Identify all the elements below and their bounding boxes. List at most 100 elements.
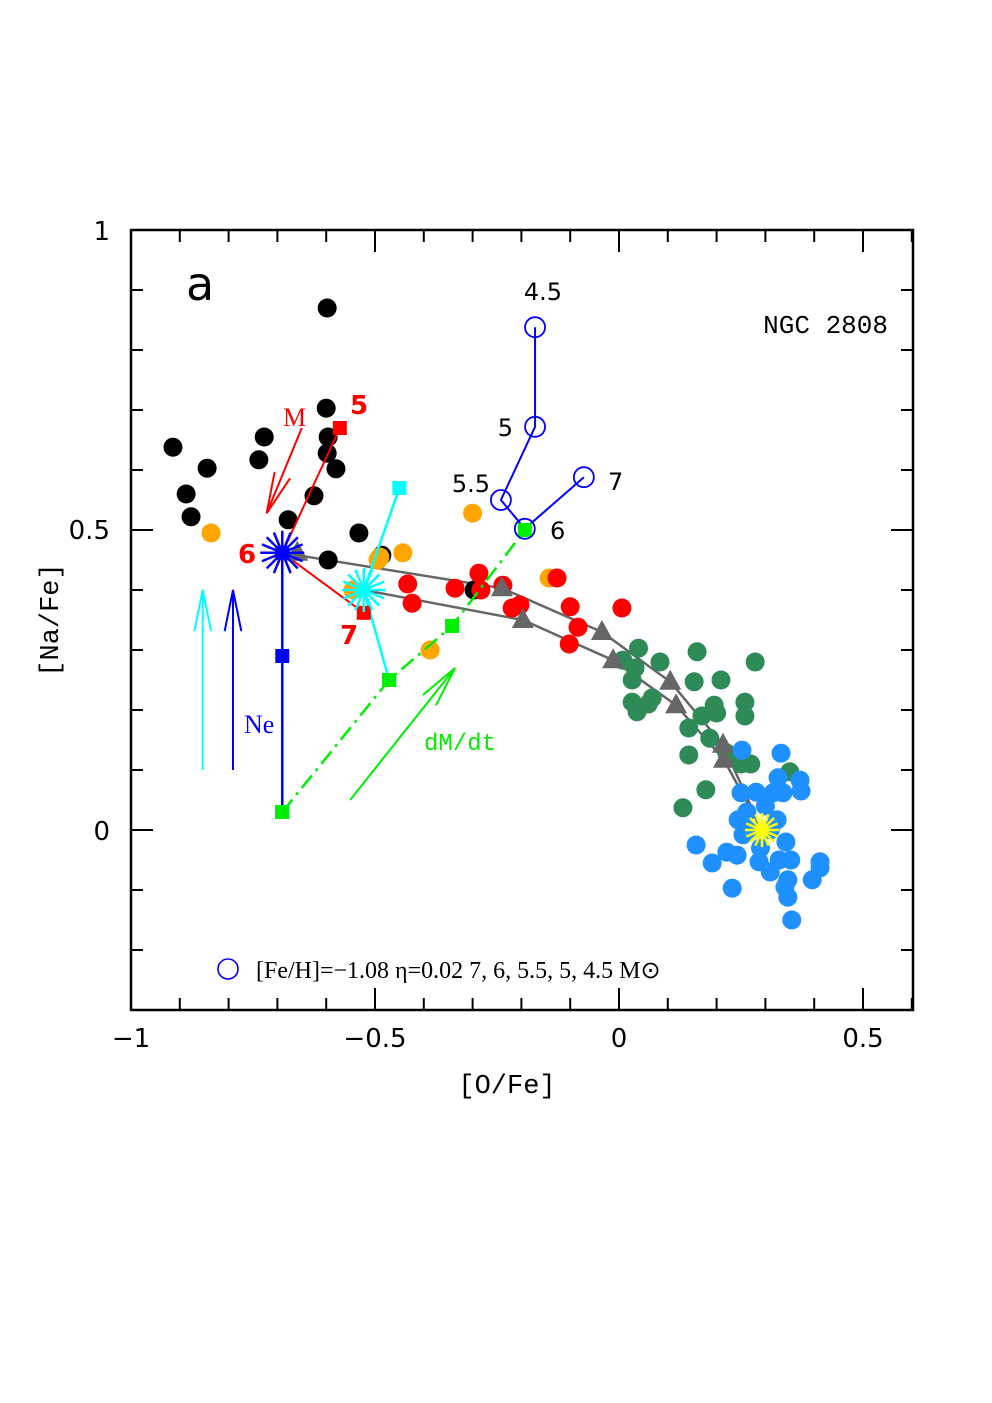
black-star-point: [249, 450, 269, 470]
y-axis-title: [Na/Fe]: [37, 563, 67, 676]
grey-dilution-lower: [363, 588, 764, 831]
red-star-point: [568, 617, 588, 637]
blue-star-point: [776, 832, 796, 852]
green-star-point: [622, 670, 642, 690]
green-star-point: [679, 718, 699, 738]
red-star-point: [612, 598, 632, 618]
blue-open-circle-track-line: [499, 327, 585, 531]
red-label-7: 7: [340, 621, 358, 651]
open-circle-marker: [490, 489, 512, 511]
black-star-point: [318, 550, 338, 570]
green-star-point: [687, 642, 707, 662]
orange-star-point: [370, 547, 390, 567]
open-circle-marker: [513, 517, 536, 540]
x-tick-label-0: 0: [611, 1024, 628, 1054]
red-star-point: [547, 568, 567, 588]
red-star-point: [469, 563, 489, 583]
label-M: M: [283, 403, 306, 432]
panel-label: a: [186, 257, 214, 311]
blue-star-point: [773, 783, 793, 803]
dMdt-arrow-head: [422, 667, 456, 706]
green-star-point: [679, 745, 699, 765]
blue-star-point: [686, 835, 706, 855]
cyan-track-square: [392, 481, 407, 495]
blue-star-point: [791, 781, 811, 801]
blue-star-point: [731, 783, 751, 803]
blue-ne-track-square: [275, 649, 290, 663]
green-star-point: [629, 638, 649, 658]
black-star-point: [163, 437, 183, 457]
blue-star-point: [775, 877, 795, 897]
x-tick-label-neg05: −0.5: [343, 1024, 406, 1054]
black-star-point: [176, 484, 196, 504]
M-arrow-head: [265, 471, 291, 514]
red-label-6: 6: [238, 540, 256, 570]
green-star-point: [707, 703, 727, 723]
red-star-point: [560, 597, 580, 617]
blue-star-point: [727, 845, 747, 865]
cyan-arrow-head: [193, 589, 213, 632]
black-star-point: [304, 486, 324, 506]
x-axis-title: [O/Fe]: [458, 1072, 555, 1102]
green-star-point: [673, 798, 693, 818]
x-tick-label-neg1: −1: [112, 1024, 150, 1054]
label-Ne: Ne: [244, 710, 274, 739]
green-star-point: [735, 692, 755, 712]
y-tick-label-05: 0.5: [69, 516, 110, 546]
green-star-point: [741, 754, 761, 774]
cyan-asterisk-icon: [342, 580, 385, 600]
blue-label-7: 7: [608, 468, 623, 496]
open-circle-marker: [572, 466, 595, 489]
red-star-point: [559, 634, 579, 654]
green-star-point: [696, 780, 716, 800]
blue-asterisk-icon: [261, 543, 304, 563]
green-dmdt-track-square: [275, 805, 290, 819]
blue-star-point: [746, 782, 766, 802]
green-star-point: [735, 706, 755, 726]
green-star-point: [700, 728, 720, 748]
blue-label-6: 6: [550, 517, 565, 545]
y-tick-label-1: 1: [93, 217, 110, 247]
red-star-point: [398, 574, 418, 594]
black-star-point: [317, 298, 337, 318]
blue-label-4-5: 4.5: [524, 278, 562, 306]
data-layer: [163, 298, 830, 930]
red-label-5: 5: [350, 391, 368, 421]
triangle-marker: [490, 576, 513, 597]
blue-star-point: [768, 768, 788, 788]
cluster-label: NGC 2808: [763, 311, 888, 341]
red-star-point: [445, 578, 465, 598]
dMdt-arrow: [349, 667, 456, 801]
black-star-point: [326, 459, 346, 479]
yellow-asterisk-icon: [745, 822, 779, 838]
open-circle-marker: [524, 415, 546, 438]
green-dmdt-track-square: [517, 523, 532, 537]
blue-label-5-5: 5.5: [452, 470, 490, 498]
green-dmdt-track-square: [445, 619, 460, 633]
orange-star-point: [420, 640, 440, 660]
black-star-point: [197, 458, 217, 478]
triangle-marker: [590, 620, 613, 640]
blue-star-point: [755, 796, 775, 816]
triangle-marker: [712, 747, 735, 768]
triangle-marker: [711, 732, 734, 753]
blue-star-point: [781, 850, 801, 870]
blue-star-point: [810, 858, 830, 878]
black-star-point: [181, 507, 201, 527]
triangle-marker: [511, 608, 534, 628]
blue-star-point: [782, 910, 802, 930]
x-tick-label-05: 0.5: [842, 1024, 883, 1054]
blue-label-5: 5: [498, 414, 513, 442]
black-star-point: [349, 523, 369, 543]
black-star-point: [316, 398, 336, 418]
black-star-point: [254, 427, 274, 447]
M-arrow: [265, 427, 303, 514]
triangle-marker: [602, 648, 625, 669]
axis-ticks: [130, 229, 913, 1011]
legend-open-circle-icon: [217, 958, 239, 980]
green-star-point: [711, 670, 731, 690]
blue-star-point: [771, 743, 791, 763]
blue-star-point: [728, 810, 748, 830]
triangle-marker: [665, 693, 688, 714]
